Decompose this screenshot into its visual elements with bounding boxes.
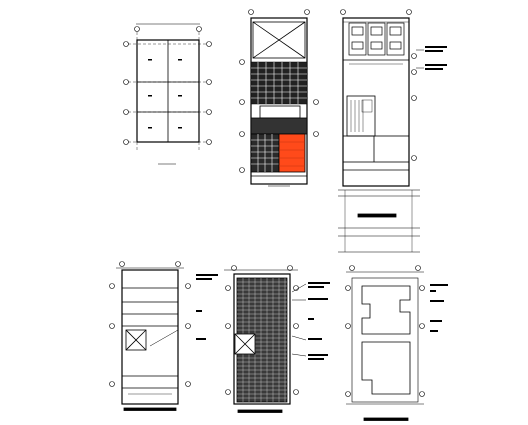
outer-wall	[351, 277, 419, 403]
plan-top-right	[338, 9, 447, 253]
plan-bottom-right	[345, 265, 448, 421]
outer-wall	[233, 273, 291, 405]
grid-bubble-icon	[109, 261, 191, 387]
void-x	[252, 21, 306, 59]
leader-lines	[291, 283, 307, 357]
caption-bar	[123, 407, 177, 411]
plan-top-left	[123, 23, 212, 165]
leader-lines	[416, 49, 424, 69]
void-x	[125, 329, 147, 351]
hatch-lines	[251, 62, 307, 104]
room-box	[259, 105, 301, 119]
plan-bottom-left	[109, 261, 218, 411]
note-text-blocks	[308, 282, 330, 360]
caption-bar	[237, 409, 283, 413]
outer-wall	[121, 269, 179, 405]
note-text-blocks	[425, 46, 447, 70]
caption-bar	[357, 213, 397, 218]
floor-outline	[361, 341, 411, 395]
outer-wall	[342, 17, 410, 187]
floor-outline	[361, 285, 411, 335]
hatch-band	[250, 61, 308, 105]
caption-bar	[363, 417, 409, 421]
grid-bubble-icon	[345, 265, 425, 397]
grid-bubble-icon	[239, 9, 319, 173]
car-icon	[348, 22, 405, 56]
plan-bottom-middle	[224, 265, 330, 413]
note-text-blocks	[196, 274, 218, 340]
grid-bubble-icon	[123, 26, 212, 145]
orange-zone	[278, 133, 306, 173]
column-marks	[148, 59, 182, 129]
stair-icon	[346, 95, 376, 137]
plan-top-middle	[239, 9, 319, 187]
grid-bubble-icon	[340, 9, 417, 161]
note-text-blocks	[430, 284, 448, 332]
